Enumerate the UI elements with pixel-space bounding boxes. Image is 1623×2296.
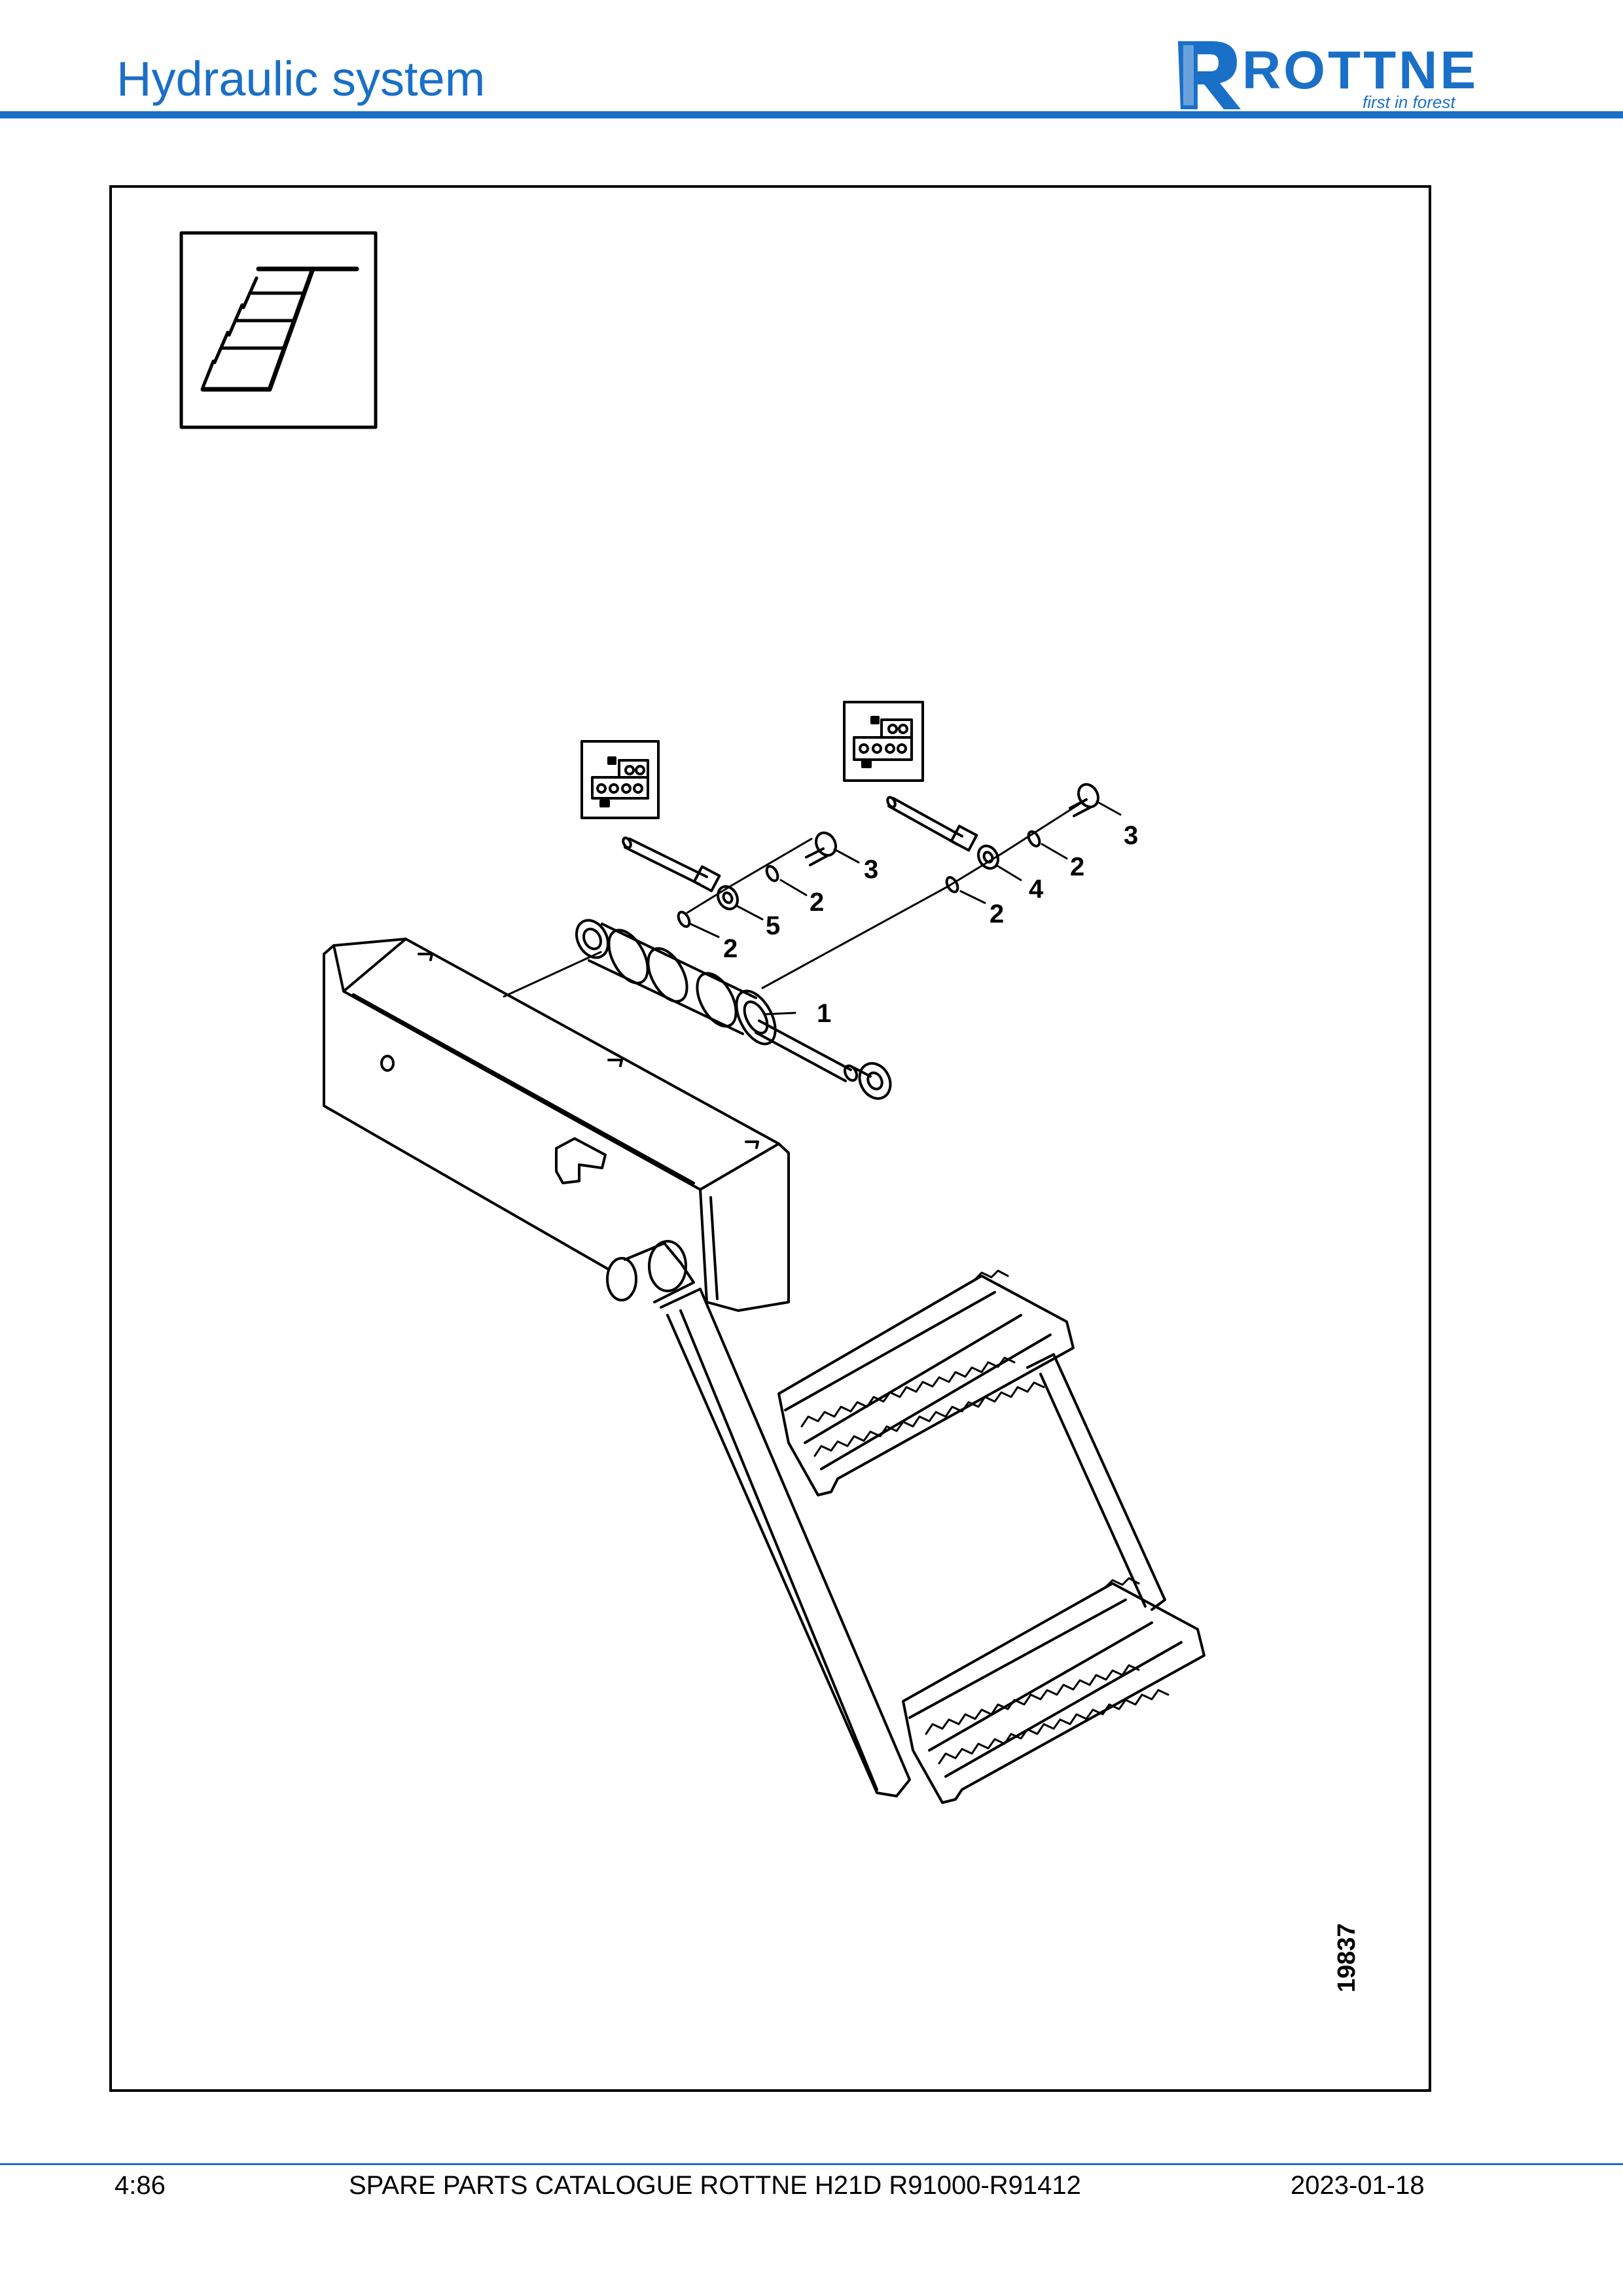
callout-5: 5	[766, 911, 780, 940]
rottne-r-mark-icon	[1178, 41, 1241, 109]
catalogue-date: 2023-01-18	[1291, 2171, 1425, 2200]
footer-rule	[0, 2163, 1623, 2165]
callout-3: 3	[864, 855, 878, 884]
callout-4: 4	[1029, 875, 1044, 904]
rottne-logo: ROTTNE first in forest	[1171, 36, 1512, 115]
figure-number: 19837	[1333, 1923, 1361, 1992]
logo-tagline: first in forest	[1363, 92, 1455, 112]
catalogue-title: SPARE PARTS CATALOGUE ROTTNE H21D R91000…	[349, 2171, 1081, 2200]
callout-leaders	[689, 800, 1122, 1016]
ladder-symbol-icon	[179, 231, 378, 429]
callout-3: 3	[1124, 821, 1138, 850]
callout-2: 2	[1070, 853, 1084, 881]
callout-2: 2	[723, 934, 738, 963]
header-rule	[0, 111, 1623, 118]
valve-symbol-left-icon	[580, 740, 660, 819]
hydraulic-cylinder	[575, 919, 892, 1100]
page-title: Hydraulic system	[116, 52, 486, 106]
pin-group-left	[622, 831, 837, 928]
callout-1: 1	[817, 999, 831, 1028]
pin-group-right	[886, 783, 1099, 894]
valve-symbol-right-icon	[843, 701, 924, 782]
logo-wordmark: ROTTNE	[1242, 41, 1479, 100]
step-housing	[323, 938, 790, 1312]
callout-2: 2	[990, 900, 1004, 928]
ladder	[606, 1240, 1205, 1804]
page-number: 4:86	[115, 2171, 166, 2200]
callout-2: 2	[810, 888, 824, 917]
figure-frame	[109, 185, 1431, 2092]
